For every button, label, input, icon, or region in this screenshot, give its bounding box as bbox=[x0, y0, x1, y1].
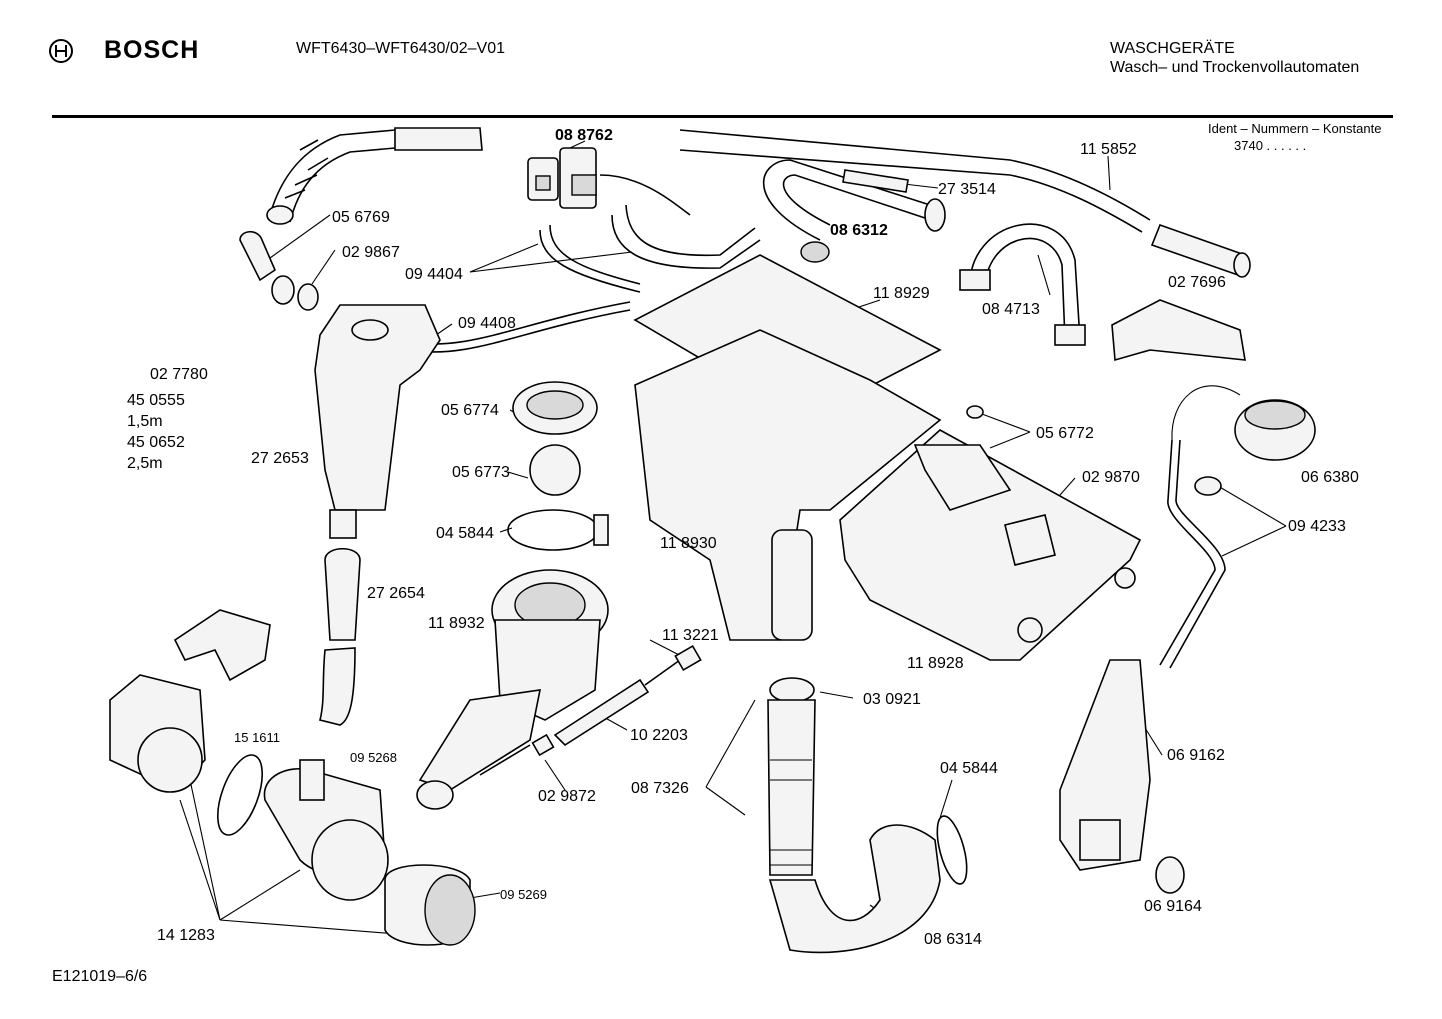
straight-hose-part bbox=[679, 129, 1011, 161]
part-label: 05 6774 bbox=[441, 402, 499, 419]
part-label: 09 4408 bbox=[458, 315, 516, 332]
long-hose-part bbox=[409, 309, 631, 353]
clamp-part bbox=[969, 223, 1081, 341]
part-label: 02 9872 bbox=[538, 788, 596, 805]
clamp-ring-part bbox=[507, 509, 599, 551]
part-label: 27 3514 bbox=[938, 181, 996, 198]
container-part bbox=[314, 304, 441, 511]
bosch-logo-icon bbox=[49, 39, 73, 63]
document-code: E121019–6/6 bbox=[52, 968, 148, 985]
grommet-part bbox=[1155, 856, 1185, 894]
hose-clamp-part bbox=[936, 815, 968, 885]
header-divider bbox=[52, 115, 1393, 118]
part-label: 04 5844 bbox=[940, 760, 998, 777]
pipe-seal-part bbox=[769, 677, 815, 703]
part-label: 05 6773 bbox=[452, 464, 510, 481]
part-label: 14 1283 bbox=[157, 927, 215, 944]
part-label: 09 4404 bbox=[405, 266, 463, 283]
ident-value: 3740 . . . . . . bbox=[1234, 138, 1307, 153]
part-label: 09 4233 bbox=[1288, 518, 1346, 535]
brand-name: BOSCH bbox=[104, 36, 200, 64]
part-label: 09 5268 bbox=[350, 750, 397, 765]
corrugated-hose-part bbox=[1009, 159, 1151, 233]
part-label: 08 6314 bbox=[924, 931, 982, 948]
part-label: 02 9867 bbox=[342, 244, 400, 261]
hose-end-part bbox=[1150, 223, 1247, 277]
part-label: 08 7326 bbox=[631, 780, 689, 797]
dispenser-housing-part bbox=[634, 329, 942, 641]
part-label: 11 8930 bbox=[660, 535, 717, 552]
part-label: 15 1611 bbox=[234, 730, 281, 745]
part-label: 05 6769 bbox=[332, 209, 390, 226]
seal-ring-part bbox=[297, 283, 319, 311]
hose-part bbox=[599, 174, 691, 216]
part-label: 09 5269 bbox=[500, 887, 547, 902]
hose-section-part bbox=[324, 548, 361, 641]
part-label: 06 9164 bbox=[1144, 898, 1202, 915]
bracket-part bbox=[1111, 299, 1246, 362]
category-subtitle: Wasch– und Trockenvollautomaten bbox=[1110, 59, 1360, 76]
length-label: 2,5m bbox=[127, 455, 163, 472]
part-label: 03 0921 bbox=[863, 691, 921, 708]
length-label: 1,5m bbox=[127, 413, 163, 430]
part-label: 05 6772 bbox=[1036, 425, 1094, 442]
part-label: 27 2653 bbox=[251, 450, 309, 467]
bent-pipe-part bbox=[762, 159, 931, 241]
part-label: 45 0652 bbox=[127, 434, 185, 451]
drain-pipe-part bbox=[767, 699, 816, 876]
part-label: 10 2203 bbox=[630, 727, 688, 744]
siphon-part bbox=[913, 444, 1012, 511]
inlet-valve-drawing bbox=[527, 147, 597, 209]
part-label: 02 7780 bbox=[150, 366, 208, 383]
part-label: 06 6380 bbox=[1301, 469, 1359, 486]
category-title: WASCHGERÄTE bbox=[1110, 40, 1235, 57]
part-label: 11 8928 bbox=[907, 655, 964, 672]
part-label: 08 4713 bbox=[982, 301, 1040, 318]
o-ring-part bbox=[217, 754, 263, 836]
pressure-hose-part bbox=[1159, 439, 1216, 666]
part-label: 08 8762 bbox=[555, 127, 613, 144]
part-label: 11 8932 bbox=[428, 615, 485, 632]
seal-part bbox=[1004, 514, 1056, 566]
part-label: 11 5852 bbox=[1080, 141, 1137, 158]
detergent-drawer-part bbox=[839, 429, 1142, 661]
part-label: 02 9870 bbox=[1082, 469, 1140, 486]
drain-hose-drawing bbox=[266, 127, 483, 225]
mounting-bracket-part bbox=[1059, 659, 1151, 871]
part-label: 45 0555 bbox=[127, 392, 185, 409]
model-number: WFT6430–WFT6430/02–V01 bbox=[296, 40, 505, 57]
corrugated-elbow-part bbox=[768, 824, 941, 954]
part-label: 08 6312 bbox=[830, 222, 888, 239]
ball-part bbox=[529, 444, 581, 496]
part-label: 27 2654 bbox=[367, 585, 425, 602]
part-label: 11 3221 bbox=[662, 627, 719, 644]
part-label: 11 8929 bbox=[873, 285, 930, 302]
ident-label: Ident – Nummern – Konstante bbox=[1208, 121, 1382, 136]
ring-part bbox=[271, 275, 295, 305]
part-label: 06 9162 bbox=[1167, 747, 1225, 764]
heating-rod-part bbox=[553, 678, 650, 747]
elbow-part bbox=[239, 230, 276, 282]
part-label: 04 5844 bbox=[436, 525, 494, 542]
part-label: 02 7696 bbox=[1168, 274, 1226, 291]
